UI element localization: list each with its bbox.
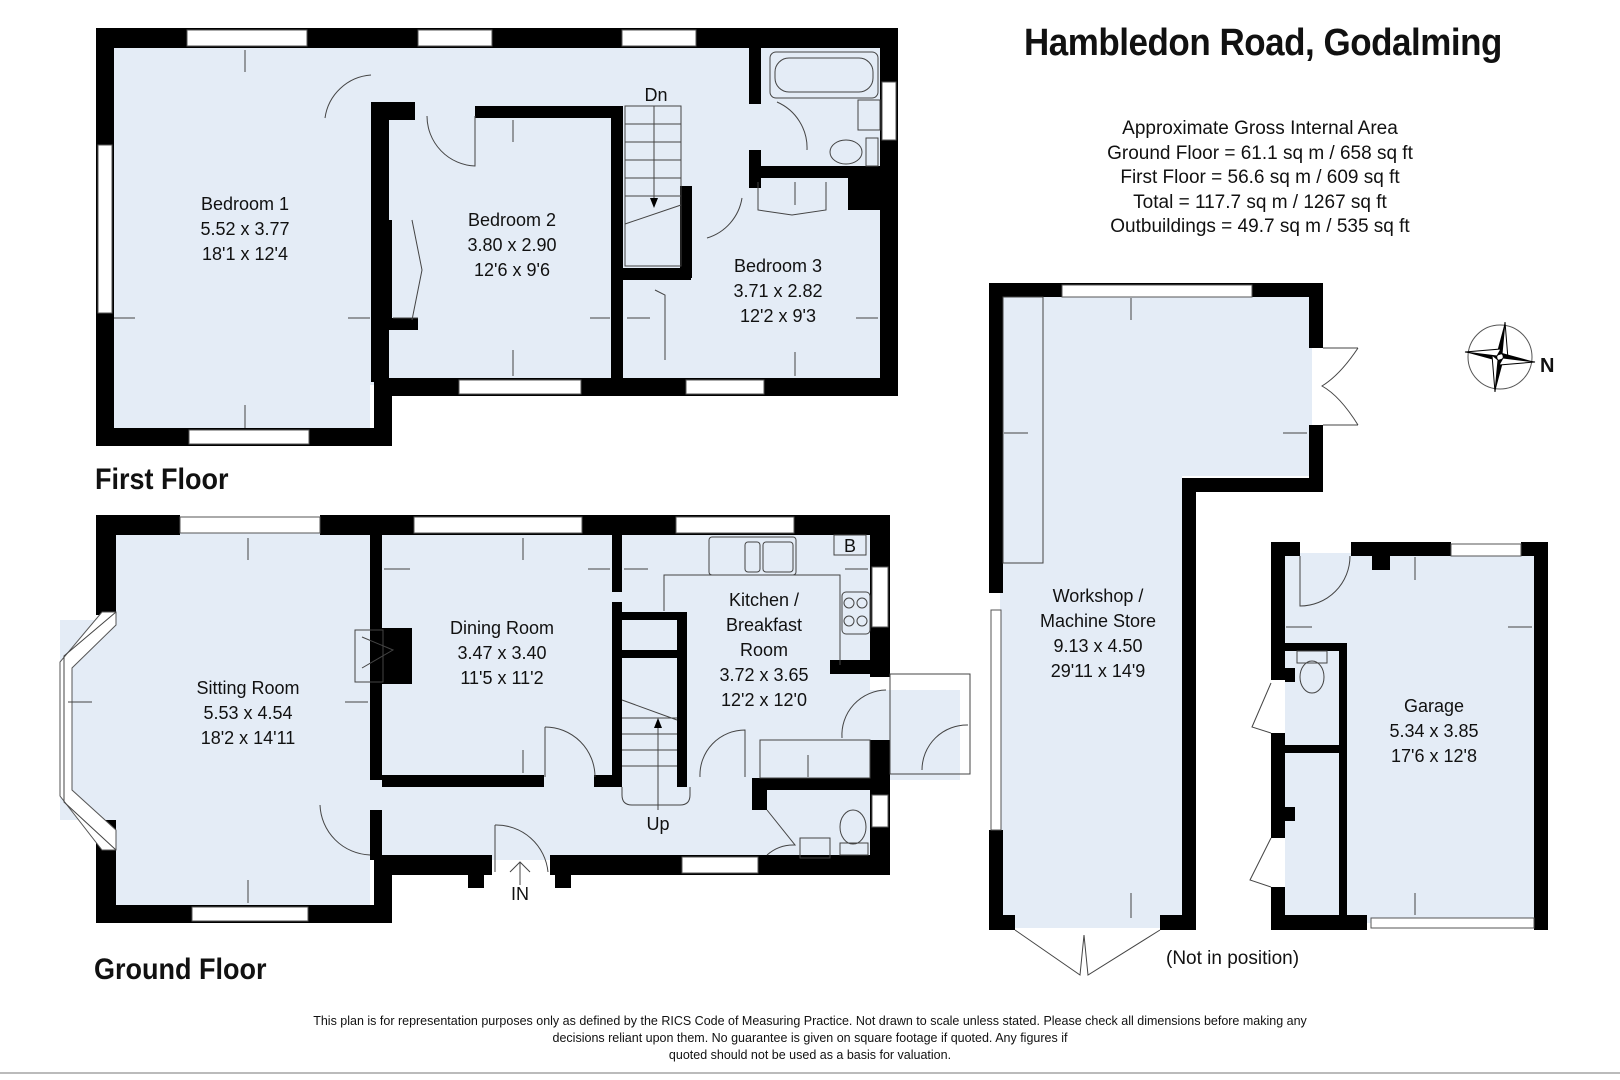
basin-icon	[857, 99, 881, 131]
garage-imperial: 17'6 x 12'8	[1391, 746, 1477, 766]
bathtub-icon	[769, 51, 879, 99]
entrance-arrow-icon	[509, 861, 531, 885]
garage-name: Garage	[1404, 696, 1464, 716]
compass-rose-icon	[1464, 321, 1536, 393]
stairs-up: Up	[621, 699, 691, 834]
workshop-name-line2: Machine Store	[1040, 611, 1156, 631]
stairs-down	[624, 105, 682, 267]
bedroom-3-imperial: 12'2 x 9'3	[740, 306, 816, 326]
bedroom-2-metric: 3.80 x 2.90	[467, 235, 556, 255]
kitchen-name-line1: Kitchen /	[729, 590, 799, 610]
bedroom-1-imperial: 18'1 x 12'4	[202, 244, 288, 264]
compass-north-label: N	[1540, 355, 1555, 377]
bedroom-3-metric: 3.71 x 2.82	[733, 281, 822, 301]
rear-porch	[841, 673, 971, 775]
garage-metric: 5.34 x 3.85	[1389, 721, 1478, 741]
bedroom-2-imperial: 12'6 x 9'6	[474, 260, 550, 280]
disclaimer: This plan is for representation purposes…	[250, 1013, 1370, 1064]
area-outbuildings: Outbuildings = 49.7 sq m / 535 sq ft	[1110, 216, 1410, 237]
first-floor-label: First Floor	[95, 463, 229, 496]
workshop-imperial: 29'11 x 14'9	[1051, 661, 1146, 681]
area-heading: Approximate Gross Internal Area	[1122, 118, 1398, 139]
workshop-metric: 9.13 x 4.50	[1053, 636, 1142, 656]
disclaimer-line-3: quoted should not be used as a basis for…	[668, 1048, 952, 1062]
entrance-label: IN	[511, 884, 529, 904]
area-first-floor: First Floor = 56.6 sq m / 609 sq ft	[1120, 167, 1400, 188]
bedroom-1-metric: 5.52 x 3.77	[200, 219, 289, 239]
workshop-plan: Workshop / Machine Store 9.13 x 4.50 29'…	[989, 283, 1359, 976]
sitting-room-imperial: 18'2 x 14'11	[201, 728, 296, 748]
area-ground-floor: Ground Floor = 61.1 sq m / 658 sq ft	[1107, 142, 1413, 164]
stairs-up-label: Up	[646, 814, 669, 834]
boiler-label: B	[844, 536, 856, 556]
sitting-room-metric: 5.53 x 4.54	[203, 703, 292, 723]
boiler-icon: B	[833, 534, 867, 556]
garage-wc-toilet-icon	[1296, 650, 1328, 694]
kitchen-sink-icon	[708, 536, 797, 576]
stairs-down-label: Dn	[644, 85, 667, 105]
dining-room-metric: 3.47 x 3.40	[457, 643, 546, 663]
kitchen-imperial: 12'2 x 12'0	[721, 690, 807, 710]
ground-floor-plan: B Up	[59, 515, 971, 923]
toilet-icon	[829, 137, 879, 167]
dining-room-imperial: 11'5 x 11'2	[460, 668, 543, 688]
hob-icon	[841, 591, 871, 635]
bottom-divider	[0, 1072, 1620, 1074]
ground-floor-label: Ground Floor	[94, 953, 267, 986]
first-floor-plan: Bedroom 1 5.52 x 3.77 18'1 x 12'4 Bedroo…	[96, 28, 898, 446]
bedroom-1-name: Bedroom 1	[201, 194, 289, 214]
area-summary: Approximate Gross Internal Area Ground F…	[1095, 117, 1425, 240]
ground-wc-basin-icon	[799, 837, 831, 859]
door-position-note: (Not in position)	[1166, 948, 1300, 969]
kitchen-name-line3: Room	[740, 640, 788, 660]
disclaimer-line-1: This plan is for representation purposes…	[313, 1014, 1307, 1028]
dining-room-name: Dining Room	[450, 618, 554, 638]
ground-wc-toilet-icon	[839, 809, 869, 856]
disclaimer-line-2: decisions reliant upon them. No guarante…	[552, 1031, 1068, 1045]
workshop-name-line1: Workshop /	[1053, 586, 1144, 606]
garage-plan: Garage 5.34 x 3.85 17'6 x 12'8	[1249, 542, 1548, 930]
fireplace-icon	[354, 629, 395, 683]
area-total: Total = 117.7 sq m / 1267 sq ft	[1133, 191, 1387, 213]
kitchen-name-line2: Breakfast	[726, 615, 802, 635]
bedroom-3-name: Bedroom 3	[734, 256, 822, 276]
bedroom-2-name: Bedroom 2	[468, 210, 556, 230]
sitting-room-name: Sitting Room	[196, 678, 299, 698]
page-title: Hambledon Road, Godalming	[1024, 22, 1502, 64]
kitchen-metric: 3.72 x 3.65	[719, 665, 808, 685]
